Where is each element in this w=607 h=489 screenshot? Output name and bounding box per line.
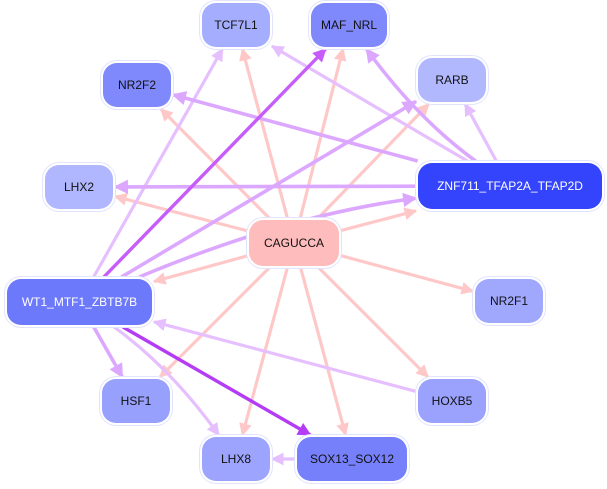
node-label: WT1_MTF1_ZBTB7B: [21, 295, 138, 309]
edge-cagucca-to-nr2f1: [340, 254, 475, 295]
node-maf-nrl[interactable]: MAF_NRL: [311, 3, 387, 47]
node-label: ZNF711_TFAP2A_TFAP2D: [437, 179, 583, 193]
node-label: HOXB5: [431, 394, 473, 408]
edge-znf711-tfap2a-tfap2d-to-nr2f2: [171, 91, 419, 163]
edge-wt1-mtf1-zbtb7b-to-lhx8: [113, 325, 221, 437]
edge-hoxb5-to-wt1-mtf1-zbtb7b: [152, 318, 417, 393]
node-nr2f2[interactable]: NR2F2: [103, 63, 171, 107]
node-label: RARB: [435, 73, 469, 87]
node-label: SOX13_SOX12: [309, 452, 395, 466]
node-znf711-tfap2a-tfap2d[interactable]: ZNF711_TFAP2A_TFAP2D: [418, 163, 602, 209]
edge-znf711-tfap2a-tfap2d-to-lhx2: [113, 179, 417, 195]
node-label: CAGUCCA: [263, 236, 324, 250]
edge-cagucca-to-hsf1: [158, 266, 271, 379]
node-label: NR2F2: [117, 78, 156, 92]
edge-wt1-mtf1-zbtb7b-to-tcf7l1: [92, 47, 224, 278]
edge-wt1-mtf1-zbtb7b-to-hsf1: [92, 326, 124, 379]
node-hoxb5[interactable]: HOXB5: [418, 379, 486, 423]
node-lhx8[interactable]: LHX8: [202, 437, 270, 481]
node-rarb[interactable]: RARB: [418, 58, 486, 102]
node-cagucca[interactable]: CAGUCCA: [249, 220, 339, 266]
node-label: LHX2: [63, 180, 95, 194]
edge-cagucca-to-rarb: [317, 102, 430, 220]
node-label: MAF_NRL: [320, 18, 377, 32]
edge-znf711-tfap2a-tfap2d-to-rarb: [463, 102, 498, 162]
edge-cagucca-to-hoxb5: [317, 266, 430, 379]
node-lhx2[interactable]: LHX2: [45, 165, 113, 209]
node-label: LHX8: [220, 452, 252, 466]
edge-cagucca-to-tcf7l1: [239, 47, 289, 219]
edge-wt1-mtf1-zbtb7b-to-maf-nrl: [102, 47, 327, 279]
node-label: TCF7L1: [214, 18, 258, 32]
edge-znf711-tfap2a-tfap2d-to-tcf7l1: [270, 44, 469, 163]
node-tcf7l1[interactable]: TCF7L1: [202, 3, 270, 47]
edge-cagucca-to-sox13-sox12: [299, 267, 349, 437]
node-wt1-mtf1-zbtb7b[interactable]: WT1_MTF1_ZBTB7B: [7, 279, 152, 325]
node-sox13-sox12[interactable]: SOX13_SOX12: [297, 437, 407, 481]
edge-cagucca-to-znf711-tfap2a-tfap2d: [340, 207, 418, 233]
node-label: NR2F1: [489, 294, 528, 308]
edge-wt1-mtf1-zbtb7b-to-sox13-sox12: [122, 325, 312, 437]
node-label: HSF1: [120, 394, 152, 408]
node-hsf1[interactable]: HSF1: [102, 379, 170, 423]
edge-wt1-mtf1-zbtb7b-to-rarb: [120, 99, 418, 279]
edge-znf711-tfap2a-tfap2d-to-maf-nrl: [364, 47, 477, 163]
node-nr2f1[interactable]: NR2F1: [475, 279, 543, 323]
edge-cagucca-to-wt1-mtf1-zbtb7b: [152, 254, 248, 285]
